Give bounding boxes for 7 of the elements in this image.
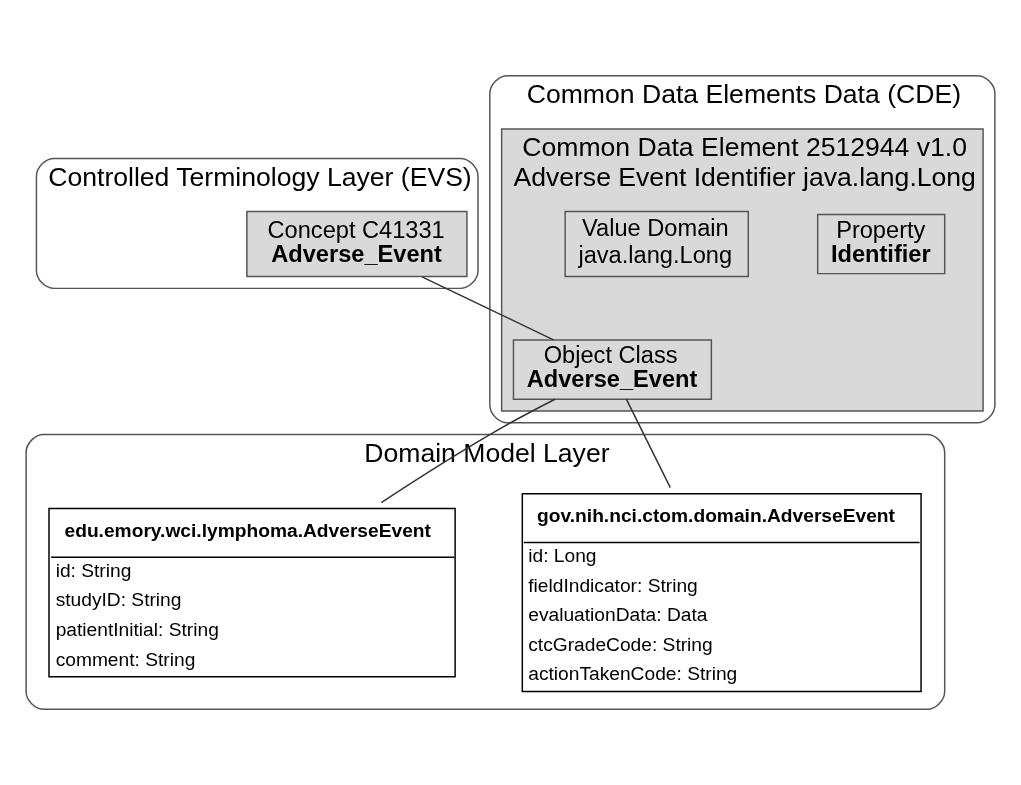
connector [380, 398, 556, 504]
node-box: Object Class Adverse_Event [512, 339, 713, 400]
node-box: Value Domain java.lang.Long [564, 210, 749, 278]
connector [625, 398, 672, 489]
node-box: Property Identifier [816, 213, 946, 275]
connector [421, 276, 555, 341]
node-box: Concept C41331 Adverse_Event [246, 210, 468, 278]
